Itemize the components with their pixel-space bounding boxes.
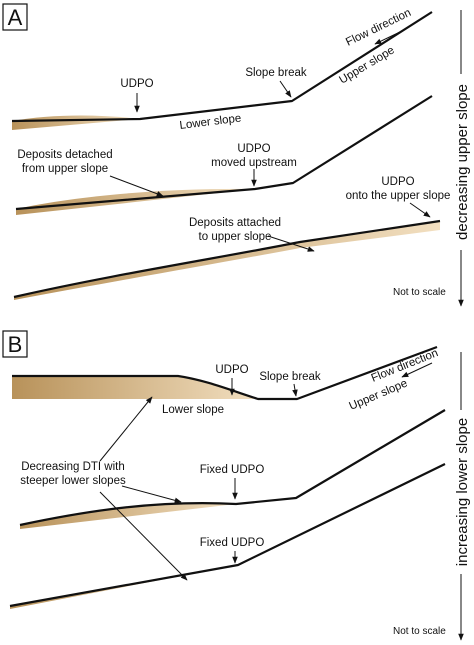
deposit-1 — [12, 115, 140, 130]
panel-b: B Flow direction Upper slope UDPO Slope … — [2, 330, 471, 641]
deposits-detached-line1: Deposits detached — [17, 149, 112, 161]
panel-a: A Flow direction Upper slope UDPO Slope … — [2, 3, 471, 307]
deposits-detached-line2: from upper slope — [22, 163, 108, 175]
slope-profile-3 — [13, 219, 441, 299]
deposits-attached-line2: to upper slope — [199, 231, 272, 243]
deposits-detached-arrow — [109, 175, 164, 197]
not-to-scale-b: Not to scale — [393, 626, 446, 637]
slope-profile-b2 — [19, 409, 446, 527]
udpo-label-b-text: UDPO — [215, 364, 248, 376]
not-to-scale-a: Not to scale — [393, 287, 446, 298]
panel-a-letter: A — [8, 5, 23, 30]
deposit-2 — [16, 188, 255, 215]
dti-arrow-1 — [99, 396, 153, 462]
flow-direction-arrow-b — [401, 362, 433, 378]
lower-slope-label: Lower slope — [179, 113, 242, 132]
fixed-udpo-label-2: Fixed UDPO — [200, 537, 265, 549]
slope-profile-2 — [15, 95, 433, 211]
udpo-onto-line2: onto the upper slope — [346, 190, 451, 202]
slope-break-label: Slope break — [245, 67, 307, 79]
slope-profile-b3 — [9, 463, 446, 608]
panel-b-box — [2, 330, 28, 358]
deposit-b1 — [12, 376, 258, 399]
deposit-b2 — [20, 503, 236, 529]
side-label-a-bg — [452, 74, 470, 250]
dti-label-line1: Decreasing DTI with — [21, 461, 125, 473]
udpo-onto-line1: UDPO — [381, 176, 414, 188]
slope-break-label-b: Slope break — [259, 371, 321, 383]
deposits-attached-arrow — [267, 235, 315, 252]
increasing-lower-slope-label: increasing lower slope — [454, 418, 471, 566]
slope-profile-1 — [11, 11, 433, 123]
deposits-attached-line1: Deposits attached — [189, 217, 281, 229]
udpo-onto-arrow — [409, 202, 431, 218]
decreasing-upper-slope-label: decreasing upper slope — [454, 84, 471, 240]
slope-break-arrow-b — [292, 383, 298, 397]
udpo-moved-line2: moved upstream — [211, 157, 297, 169]
lower-slope-label-b: Lower slope — [162, 404, 224, 416]
side-label-b-bg — [452, 410, 470, 574]
deposit-3 — [14, 221, 440, 300]
slope-break-arrow — [279, 80, 292, 98]
udpo-label: UDPO — [120, 78, 153, 90]
dti-label-line2: steeper lower slopes — [20, 475, 126, 487]
panel-a-box — [2, 3, 28, 31]
panel-b-letter: B — [8, 332, 23, 357]
udpo-moved-line1: UDPO — [237, 143, 270, 155]
slope-profile-b1 — [12, 345, 438, 401]
dti-arrow-2 — [121, 485, 182, 504]
fixed-udpo-label-1: Fixed UDPO — [200, 464, 265, 476]
dti-arrow-3 — [99, 491, 188, 581]
